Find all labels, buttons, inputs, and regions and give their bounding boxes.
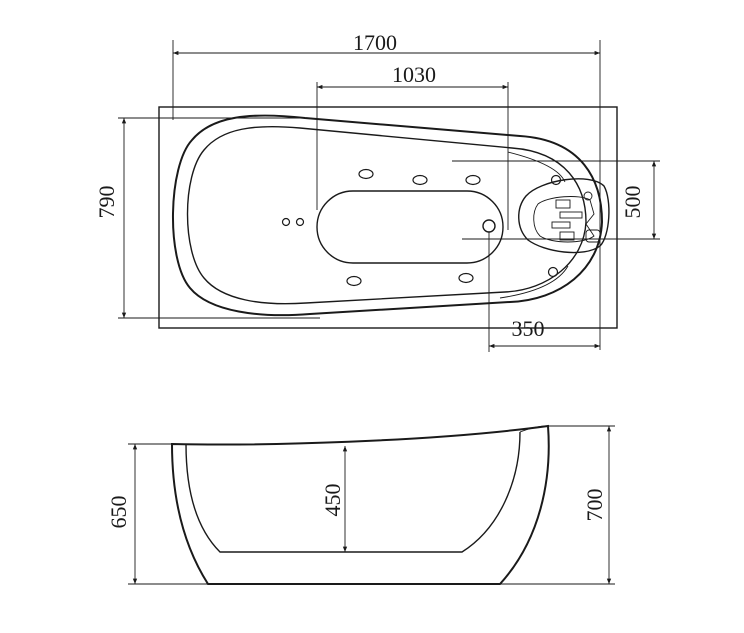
dim-label-1700: 1700 <box>353 30 397 55</box>
dimension-interior-depth: 450 <box>320 446 348 552</box>
dim-label-650: 650 <box>106 496 131 529</box>
tub-rim-top <box>519 425 549 433</box>
dimension-overall-length: 1700 <box>172 30 601 350</box>
dim-label-700: 700 <box>582 489 607 522</box>
dimension-headrest-to-drain: 1030 <box>316 62 509 230</box>
jet-icon <box>281 217 291 227</box>
pillow-recess-top <box>507 151 566 183</box>
deck-outline <box>158 106 618 329</box>
side-view: 650 450 700 <box>106 424 615 585</box>
dim-label-790: 790 <box>94 186 119 219</box>
jet-icon <box>465 174 481 186</box>
dimension-pillow-to-end: 350 <box>488 232 600 352</box>
top-view: 1700 1030 790 500 350 <box>94 30 660 352</box>
tub-floor <box>316 190 504 264</box>
jet-icon <box>295 217 305 227</box>
dimension-overall-width: 790 <box>94 117 320 319</box>
tub-side-inner <box>185 431 521 553</box>
jet-icon <box>547 266 559 278</box>
jet-icon <box>358 168 374 180</box>
jet-icon <box>412 174 428 186</box>
jet-icon <box>346 275 362 287</box>
headrest-pillow <box>518 178 610 254</box>
whirlpool-jets <box>281 168 562 287</box>
dim-label-1030: 1030 <box>392 62 436 87</box>
pillow-recess-bottom <box>499 265 569 299</box>
jet-icon <box>458 272 474 284</box>
dim-label-350: 350 <box>512 316 545 341</box>
tub-inner-edge <box>186 125 587 305</box>
jet-icon <box>550 174 562 186</box>
dimension-rim-height-low: 650 <box>106 443 208 585</box>
drain-icon <box>482 219 496 233</box>
tub-outer-rim <box>171 114 604 317</box>
dimension-rim-height-high: 700 <box>500 425 615 585</box>
dim-label-450: 450 <box>320 484 345 517</box>
dim-label-500: 500 <box>620 186 645 219</box>
dimension-pillow-width: 500 <box>452 160 660 240</box>
tub-side-outer <box>170 424 550 585</box>
